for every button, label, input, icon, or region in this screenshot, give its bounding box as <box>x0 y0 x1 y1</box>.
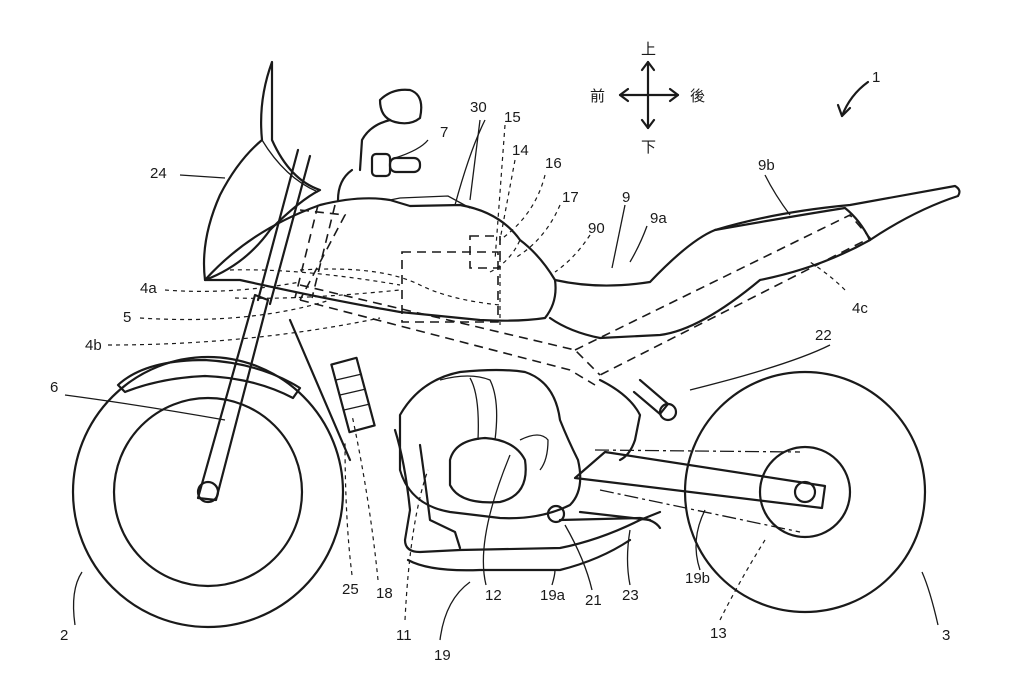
label-9: 9 <box>622 189 630 206</box>
windscreen <box>202 60 322 282</box>
seat <box>548 206 872 340</box>
direction-front-label: 前 <box>590 87 605 105</box>
rear-shock-mount <box>658 402 678 422</box>
label-21: 21 <box>585 592 602 609</box>
mirror <box>358 88 423 172</box>
engine <box>398 368 582 524</box>
tail-section <box>713 184 961 242</box>
label-19b: 19b <box>685 570 710 587</box>
direction-rear-label: 後 <box>690 87 705 105</box>
front-fender <box>116 358 302 400</box>
vehicle-arrow <box>840 80 870 118</box>
label-6: 6 <box>50 379 58 396</box>
label-16: 16 <box>545 155 562 172</box>
label-5: 5 <box>123 309 131 326</box>
rear-shock <box>632 378 670 416</box>
leader-lines <box>64 119 939 641</box>
label-19a: 19a <box>540 587 566 604</box>
label-9b: 9b <box>758 157 775 174</box>
direction-indicator: 上 下 前 後 <box>590 40 705 156</box>
label-24: 24 <box>150 165 167 182</box>
label-30: 30 <box>470 99 487 116</box>
label-2: 2 <box>60 627 68 644</box>
handlebar <box>336 152 422 202</box>
label-1: 1 <box>872 69 880 86</box>
label-23: 23 <box>622 587 639 604</box>
label-25: 25 <box>342 581 359 598</box>
airbox-dashed <box>229 235 521 325</box>
muffler <box>406 538 632 572</box>
label-9a: 9a <box>650 210 667 227</box>
label-11: 11 <box>396 627 412 644</box>
label-22: 22 <box>815 327 832 344</box>
radiator <box>330 356 376 434</box>
label-4c: 4c <box>852 300 868 317</box>
label-19: 19 <box>434 647 451 664</box>
label-13: 13 <box>710 625 727 642</box>
reference-labels: 1 24 7 30 15 14 16 17 9 90 9a 9b 4c 4a 5… <box>50 69 950 664</box>
label-4b: 4b <box>85 337 102 354</box>
label-90: 90 <box>588 220 605 237</box>
front-wheel <box>71 355 345 629</box>
label-14: 14 <box>512 142 529 159</box>
rear-wheel <box>683 370 927 614</box>
direction-up-label: 上 <box>641 40 656 58</box>
direction-down-label: 下 <box>641 138 656 156</box>
swingarm <box>573 450 827 510</box>
label-3: 3 <box>942 627 950 644</box>
main-frame <box>294 204 872 386</box>
label-4a: 4a <box>140 280 157 297</box>
exhaust <box>393 428 662 554</box>
label-15: 15 <box>504 109 521 126</box>
label-17: 17 <box>562 189 579 206</box>
front-fairing <box>203 197 557 322</box>
side-cover <box>598 378 642 462</box>
label-12: 12 <box>485 587 502 604</box>
label-7: 7 <box>440 124 448 141</box>
label-18: 18 <box>376 585 393 602</box>
